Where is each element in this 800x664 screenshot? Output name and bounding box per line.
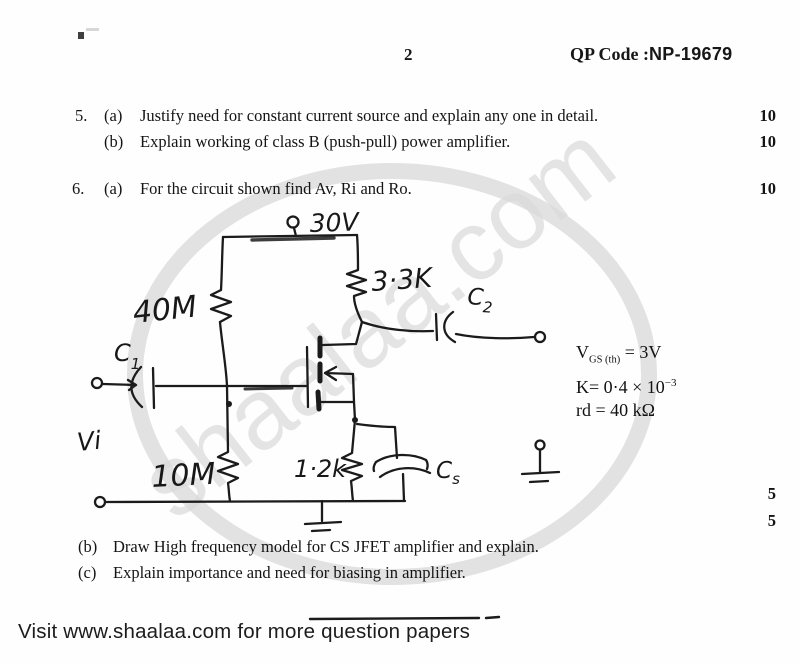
- capacitor-c2-plate2: [443, 310, 457, 344]
- wire-to-cs: [355, 422, 399, 460]
- question-6a-label: (a): [104, 179, 123, 198]
- resistor-40m: [209, 235, 233, 324]
- question-6c-text: Explain importance and need for biasing …: [113, 563, 466, 582]
- page-number: 2: [404, 45, 413, 64]
- mosfet-source-bar: [315, 389, 322, 412]
- footer-divider: [308, 615, 501, 621]
- qp-code-label: QP Code :: [570, 44, 649, 64]
- question-6c-label: (c): [78, 563, 97, 582]
- mosfet-body-lead: [351, 372, 356, 404]
- question-5a-label: (a): [104, 106, 123, 125]
- param-k: K= 0·4 × 10−3: [576, 376, 677, 397]
- output-ground-terminal: [534, 439, 546, 451]
- question-6b-text: Draw High frequency model for CS JFET am…: [113, 537, 539, 556]
- question-6b-marks: 5: [767, 484, 776, 503]
- wire-top-rail-overdraw: [250, 236, 336, 242]
- question-5a-marks: 10: [759, 106, 777, 125]
- question-6a-text: For the circuit shown find Av, Ri and Ro…: [140, 179, 412, 198]
- label-resistor-3k3: 3·3K: [370, 263, 435, 298]
- wire-drain-node-to-c2: [360, 320, 435, 333]
- scan-speck: [86, 28, 99, 31]
- mosfet-arrow: [323, 365, 355, 382]
- ground-symbol: [303, 499, 343, 533]
- circuit-labels: 30V 3·3K C2 40M C1 Vi 10M 1·2k Cs: [76, 207, 494, 495]
- qp-code: QP Code :NP-19679: [570, 44, 732, 65]
- capacitor-c2-plate1: [434, 312, 439, 342]
- mosfet-source-lead: [319, 400, 357, 422]
- question-5b-marks: 10: [759, 132, 777, 151]
- label-resistor-1k2: 1·2k: [294, 455, 347, 483]
- junction-dot-gate: [226, 401, 232, 407]
- wire-top-rail: [221, 233, 359, 239]
- device-parameters: VGS (th) = 3V K= 0·4 × 10−3 rd = 40 kΩ: [576, 341, 677, 422]
- scan-speck: [78, 32, 84, 39]
- input-return-terminal: [93, 495, 107, 509]
- param-vgs: VGS (th) = 3V: [576, 342, 662, 366]
- question-6a-marks: 10: [759, 179, 777, 198]
- qp-code-value: NP-19679: [649, 44, 733, 64]
- capacitor-cs-plate1: [372, 453, 429, 473]
- footer-link-text: Visit www.shaalaa.com for more question …: [18, 620, 471, 643]
- label-vi: Vi: [76, 426, 103, 457]
- question-5b-label: (b): [104, 132, 124, 151]
- mosfet-gate-line: [305, 345, 310, 409]
- resistor-10m: [216, 320, 240, 503]
- question-5-number: 5.: [75, 106, 88, 125]
- label-capacitor-c1: C1: [114, 339, 140, 373]
- resistor-3k3: [345, 233, 368, 324]
- question-5a-text: Justify need for constant current source…: [140, 106, 599, 125]
- label-capacitor-cs: Cs: [436, 458, 460, 488]
- supply-stem: [292, 226, 298, 238]
- param-rd: rd = 40 kΩ: [576, 399, 656, 420]
- output-ground-symbol: [520, 448, 561, 484]
- output-terminal: [533, 330, 547, 344]
- supply-terminal: [286, 215, 300, 229]
- label-resistor-10m: 10M: [151, 457, 217, 495]
- question-5b-text: Explain working of class B (push-pull) p…: [140, 132, 511, 151]
- circuit-strokes: [90, 215, 561, 621]
- question-6c-marks: 5: [767, 511, 776, 530]
- capacitor-cs-tail: [401, 472, 406, 503]
- label-capacitor-c2: C2: [466, 284, 494, 317]
- input-terminal: [90, 376, 104, 390]
- capacitor-c1-plate2: [151, 366, 156, 410]
- label-supply-voltage: 30V: [309, 207, 361, 238]
- mosfet-drain-lead: [321, 320, 364, 347]
- resistor-1k2: [340, 418, 364, 503]
- label-resistor-40m: 40M: [131, 289, 198, 331]
- wire-gate-overdraw: [243, 386, 294, 391]
- question-6-number: 6.: [72, 179, 85, 198]
- capacitor-cs-plate2: [378, 467, 432, 479]
- wire-c2-to-output: [454, 332, 536, 340]
- shaalaa-watermark: shaalaa.com: [119, 103, 657, 585]
- question-6b-label: (b): [78, 537, 98, 556]
- capacitor-c1-plate1: [130, 365, 144, 409]
- wire-bottom-rail: [104, 499, 407, 504]
